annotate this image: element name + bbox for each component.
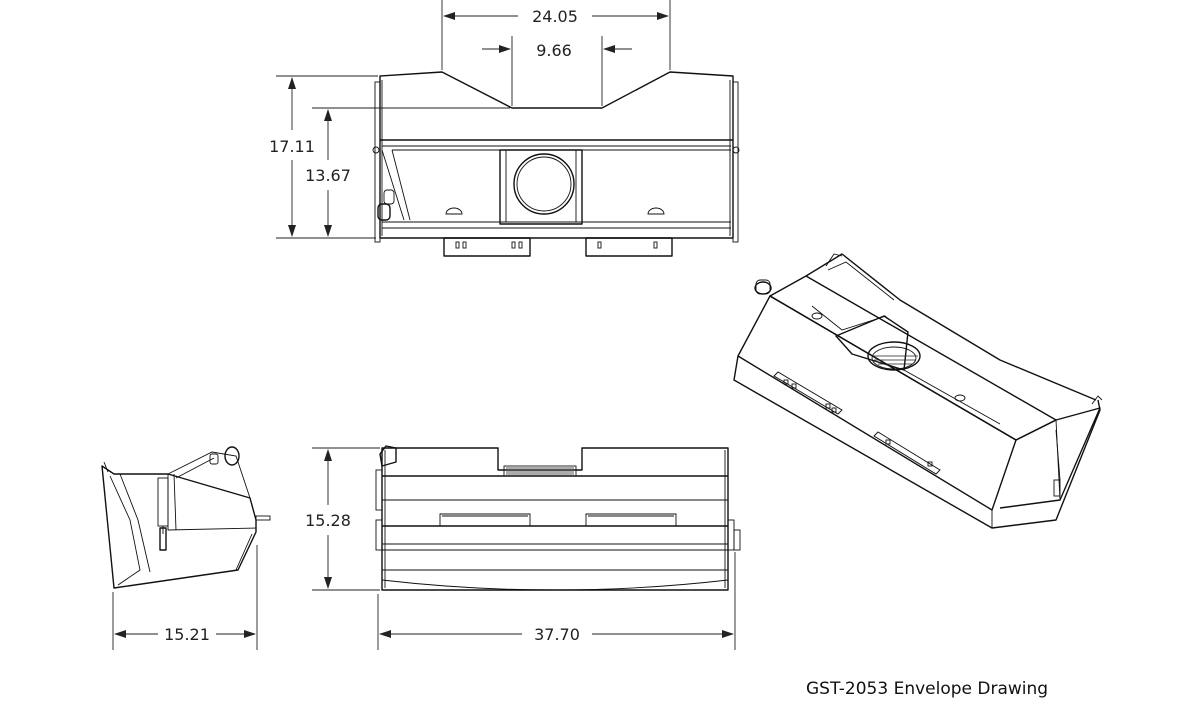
drawing-caption: GST-2053 Envelope Drawing (806, 679, 1048, 699)
label-bottom-width: 37.70 (534, 625, 580, 644)
label-front-height-inner: 13.67 (305, 166, 351, 185)
front-view (372, 71, 740, 257)
label-top-notch: 9.66 (536, 41, 572, 60)
label-bottom-height: 15.28 (305, 511, 351, 530)
dimension-front-height-inner: 13.67 (305, 107, 510, 237)
label-top-width: 24.05 (532, 7, 578, 26)
dimension-top-width: 24.05 (441, 0, 671, 70)
dimension-side-width: 15.21 (112, 545, 258, 650)
dimension-top-notch: 9.66 (482, 36, 632, 106)
dimension-bottom-height: 15.28 (305, 447, 380, 591)
dimension-front-height-total: 17.11 (269, 75, 378, 239)
isometric-view (733, 253, 1103, 529)
dimension-bottom-width: 37.70 (377, 552, 736, 650)
bottom-view (375, 445, 741, 591)
label-front-height-total: 17.11 (269, 137, 315, 156)
label-side-width: 15.21 (164, 625, 210, 644)
side-view (101, 446, 271, 589)
